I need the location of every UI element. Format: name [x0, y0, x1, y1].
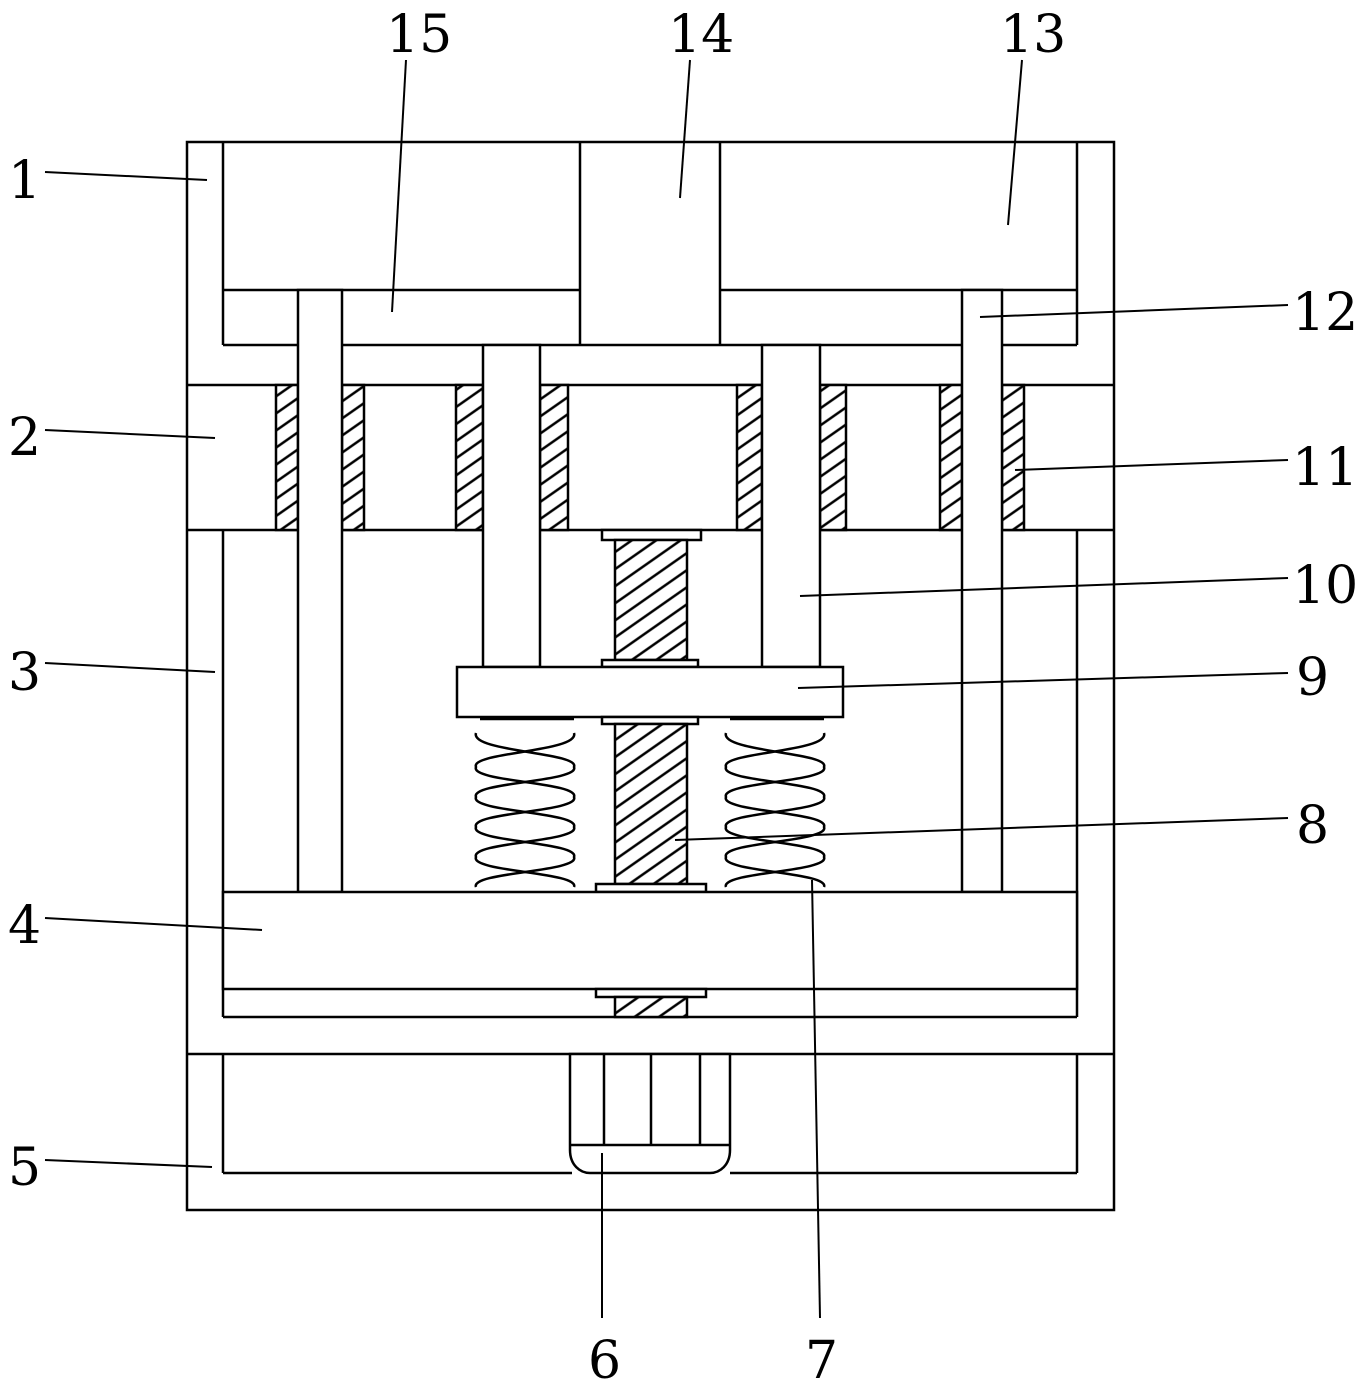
label-3: 3 — [8, 643, 41, 703]
label-11: 11 — [1292, 438, 1358, 498]
springs — [474, 717, 826, 888]
label-13: 13 — [1000, 5, 1066, 65]
label-12: 12 — [1292, 283, 1358, 343]
label-7: 7 — [805, 1331, 838, 1390]
label-2: 2 — [8, 408, 41, 468]
leader-lines — [44, 59, 1289, 1319]
label-15: 15 — [386, 5, 452, 65]
label-1: 1 — [8, 151, 41, 211]
label-6: 6 — [588, 1331, 621, 1390]
label-4: 4 — [8, 896, 41, 956]
label-10: 10 — [1292, 556, 1358, 616]
label-9: 9 — [1296, 648, 1329, 708]
outer-frame — [185, 140, 1116, 1212]
motor — [568, 1052, 732, 1175]
base-plate — [221, 890, 1079, 1019]
inner-guide-rods — [481, 343, 822, 669]
moving-plate — [455, 665, 845, 719]
part-labels: 1 2 3 4 5 6 7 8 9 10 11 12 13 14 15 — [8, 5, 1358, 1390]
label-5: 5 — [8, 1138, 41, 1198]
label-8: 8 — [1296, 796, 1329, 856]
bushings — [274, 383, 1026, 532]
top-housing — [223, 142, 1077, 345]
screw-rod-upper — [600, 528, 703, 669]
label-14: 14 — [668, 5, 734, 65]
screw-rod-lower — [594, 715, 708, 894]
bottom-box — [221, 1054, 1079, 1175]
